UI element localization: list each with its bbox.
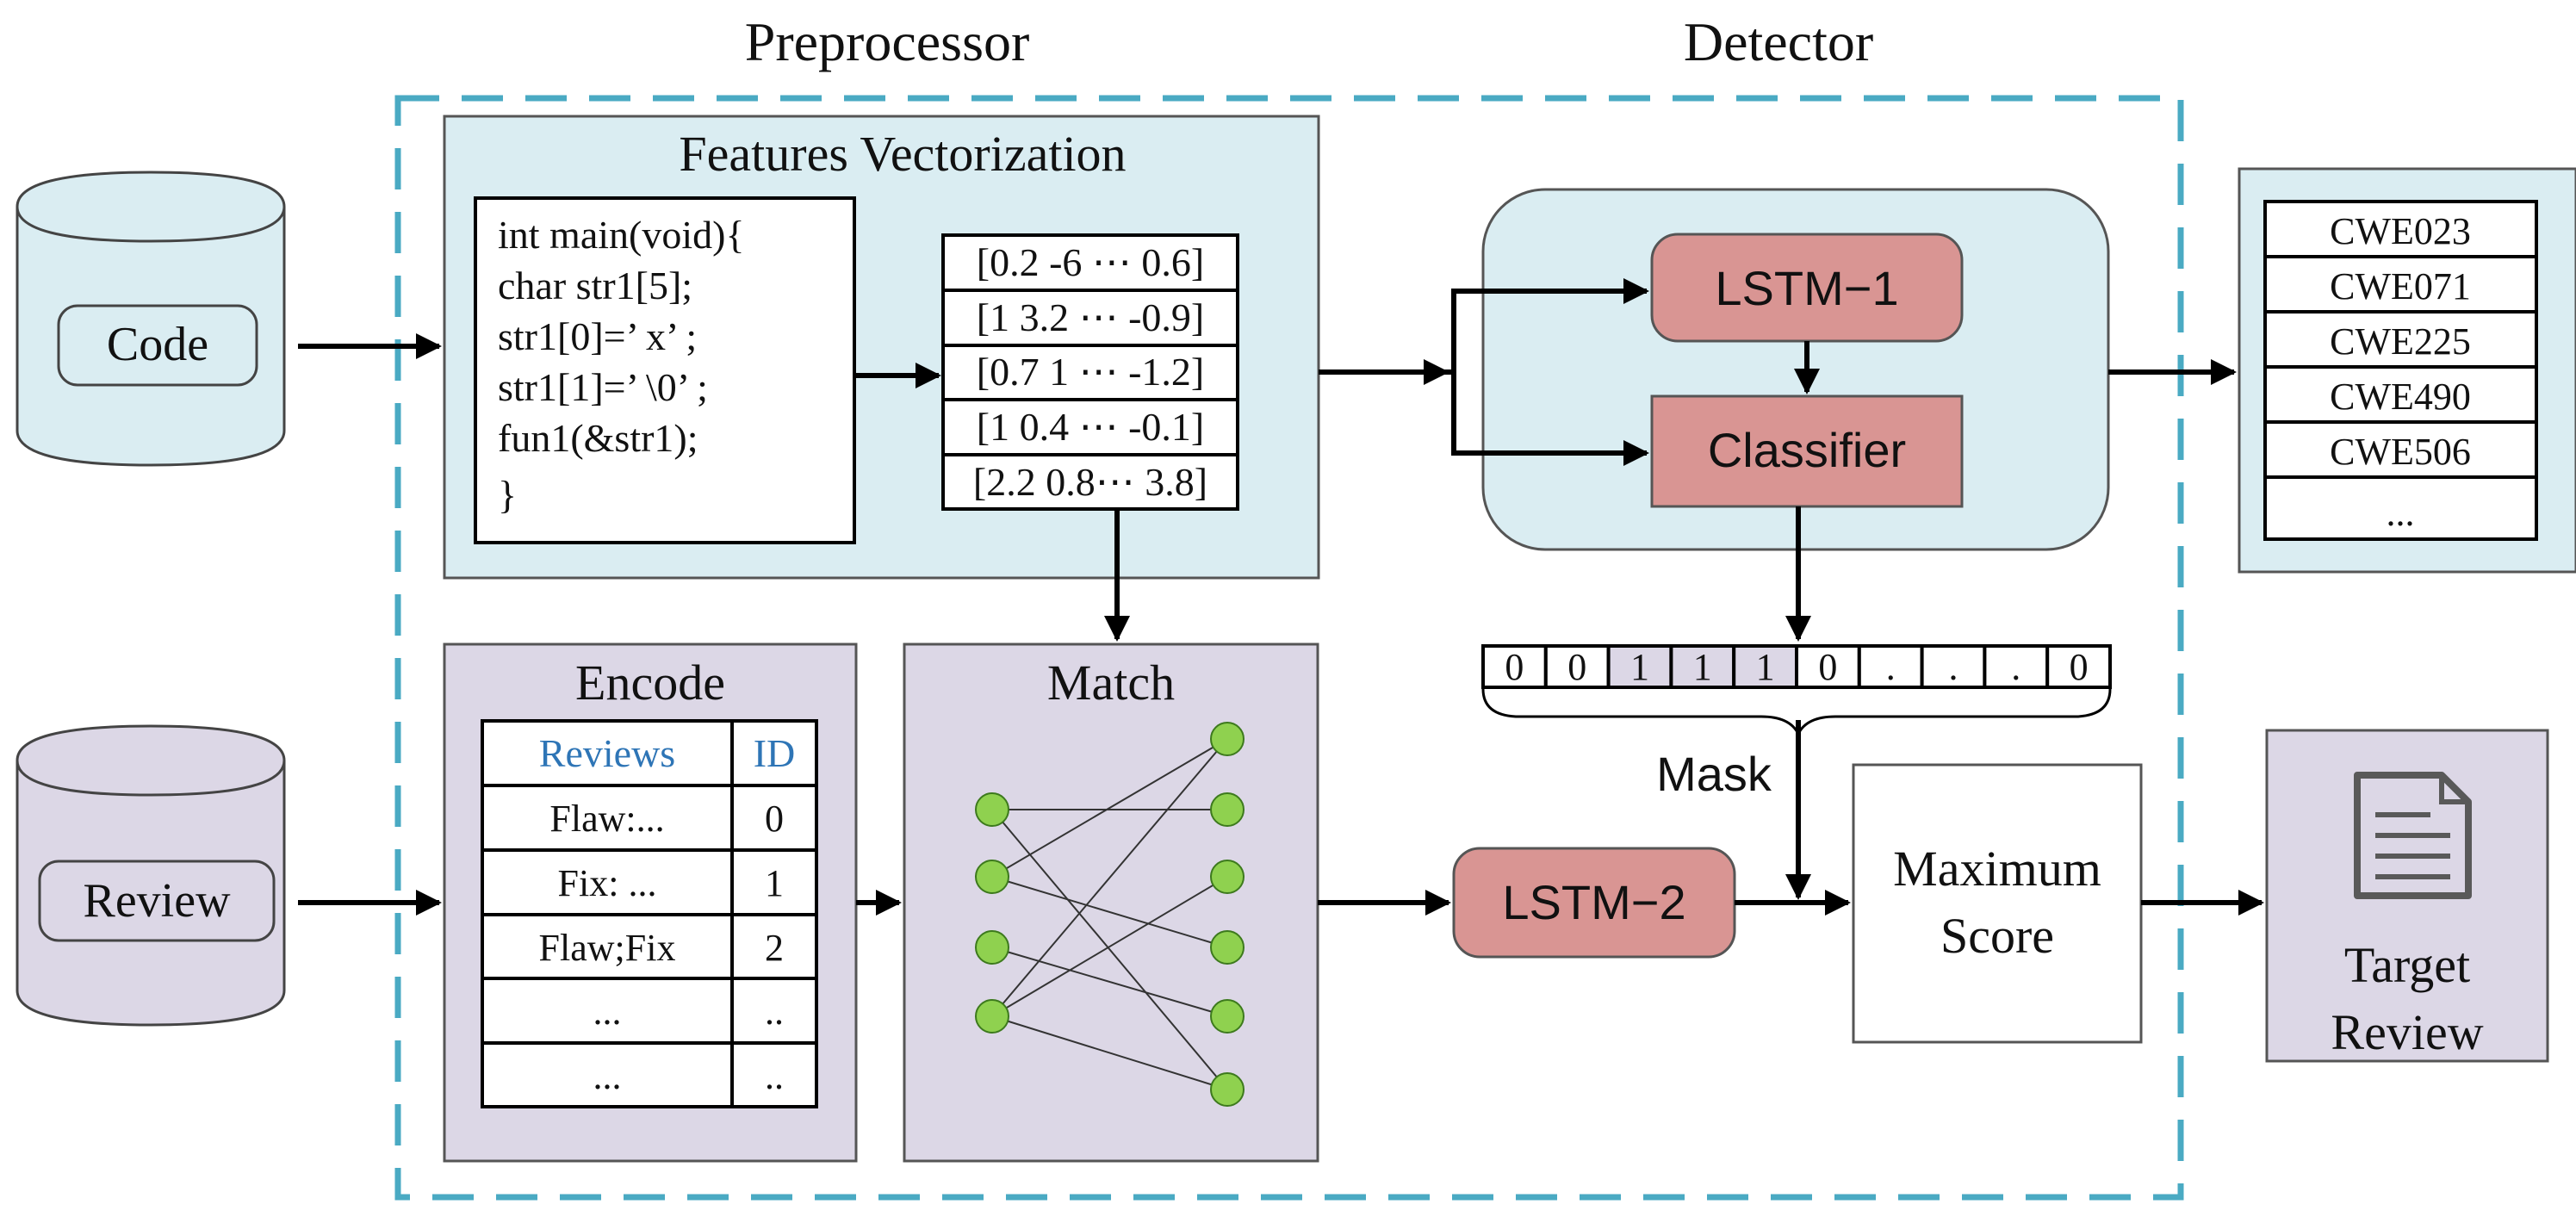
graph-node bbox=[975, 860, 1009, 894]
table-cell: Fix: ... bbox=[558, 862, 657, 904]
target-review-box: Target Review bbox=[2265, 729, 2549, 1063]
branch-to-lstm1 bbox=[1447, 278, 1649, 375]
mask-bit: . bbox=[1949, 646, 1958, 688]
document-icon bbox=[2354, 772, 2472, 899]
code-line: fun1(&str1); bbox=[498, 416, 698, 460]
mask-cell bbox=[1732, 644, 1798, 689]
mask-bit: . bbox=[2011, 646, 2020, 688]
bipartite-graph bbox=[991, 738, 1228, 1090]
mask-cell bbox=[1543, 644, 1611, 689]
cwe-item: CWE506 bbox=[2330, 431, 2471, 473]
lstm2-label: LSTM−2 bbox=[1502, 875, 1685, 929]
graph-node bbox=[1210, 792, 1245, 827]
review-database: Review bbox=[16, 724, 286, 1027]
cwe-item: ... bbox=[2387, 492, 2415, 534]
mask-bit: 1 bbox=[1693, 646, 1712, 688]
code-label: Code bbox=[107, 318, 208, 371]
detector-box: LSTM−1 Classifier bbox=[1481, 188, 2110, 551]
mask-vector: 0 0 1 1 1 0... 0 Mask bbox=[1481, 644, 2112, 801]
encode-box: Encode Reviews ID Flaw:... 0 Fix: ... 1 … bbox=[443, 643, 858, 1163]
table-cell: ... bbox=[593, 990, 622, 1033]
system-frame bbox=[394, 95, 2184, 1201]
code-line: } bbox=[498, 473, 517, 517]
features-vectorization-box: Features Vectorization int main(void){ c… bbox=[443, 115, 1320, 580]
cwe-item: CWE225 bbox=[2330, 320, 2471, 363]
classifier-block bbox=[1650, 394, 1964, 508]
mask-cell bbox=[1857, 644, 1924, 689]
mask-bit: 0 bbox=[2070, 646, 2089, 688]
graph-node bbox=[1210, 1072, 1245, 1107]
code-database: Code bbox=[16, 171, 286, 467]
mask-label: Mask bbox=[1656, 747, 1772, 801]
vector-row: [1 3.2 ⋯ -0.9] bbox=[977, 295, 1204, 339]
code-line: str1[0]=’ x’ ; bbox=[498, 314, 697, 358]
mask-cell bbox=[1481, 644, 1548, 689]
table-cell: 1 bbox=[765, 862, 784, 904]
graph-nodes bbox=[975, 722, 1245, 1107]
vector-row: [0.7 1 ⋯ -1.2] bbox=[977, 350, 1204, 394]
mask-bit: . bbox=[1886, 646, 1896, 688]
connectors bbox=[298, 278, 2264, 916]
graph-node bbox=[1210, 860, 1245, 894]
mask-bit: 1 bbox=[1756, 646, 1775, 688]
vector-row: [0.2 -6 ⋯ 0.6] bbox=[977, 240, 1204, 284]
match-title: Match bbox=[1047, 655, 1175, 711]
vector-row: [1 0.4 ⋯ -0.1] bbox=[977, 405, 1204, 449]
graph-node bbox=[975, 792, 1009, 827]
match-box: Match bbox=[903, 643, 1319, 1163]
lstm1-label: LSTM−1 bbox=[1715, 261, 1898, 315]
detector-title: Detector bbox=[1684, 11, 1873, 72]
table-header-id: ID bbox=[754, 731, 796, 775]
target-line1: Target bbox=[2344, 937, 2470, 993]
maximum-score-line1: Maximum bbox=[1893, 841, 2101, 897]
mask-bit: 0 bbox=[1818, 646, 1837, 688]
graph-node bbox=[1210, 930, 1245, 965]
preprocessor-title: Preprocessor bbox=[745, 11, 1030, 72]
cwe-item: CWE071 bbox=[2330, 265, 2471, 307]
cwe-item: CWE490 bbox=[2330, 376, 2471, 418]
branch-to-classifier bbox=[1451, 372, 1649, 466]
mask-cell bbox=[1606, 644, 1673, 689]
features-title: Features Vectorization bbox=[679, 126, 1126, 182]
table-cell: Flaw;Fix bbox=[539, 927, 676, 969]
mask-bit: 0 bbox=[1567, 646, 1586, 688]
table-cell: ... bbox=[593, 1055, 622, 1097]
code-line: int main(void){ bbox=[498, 213, 745, 257]
maximum-score-line2: Score bbox=[1940, 908, 2054, 964]
graph-node bbox=[975, 999, 1009, 1034]
table-cell: Flaw:... bbox=[549, 798, 664, 840]
table-header-reviews: Reviews bbox=[539, 731, 675, 775]
target-line2: Review bbox=[2331, 1004, 2483, 1060]
vector-row: [2.2 0.8⋯ 3.8] bbox=[973, 460, 1207, 504]
mask-bit: 0 bbox=[1505, 646, 1524, 688]
review-label: Review bbox=[83, 874, 231, 928]
maximum-score-box bbox=[1852, 763, 2143, 1044]
code-line: str1[1]=’ \0’ ; bbox=[498, 365, 708, 409]
encode-title: Encode bbox=[575, 655, 725, 711]
cwe-output-box: CWE023 CWE071 CWE225 CWE490 CWE506 ... bbox=[2238, 167, 2576, 574]
graph-node bbox=[1210, 999, 1245, 1034]
mask-cell bbox=[1920, 644, 1987, 689]
graph-node bbox=[975, 930, 1009, 965]
table-cell: .. bbox=[765, 1055, 784, 1097]
mask-bit: 1 bbox=[1630, 646, 1649, 688]
classifier-label: Classifier bbox=[1708, 423, 1906, 477]
code-snippet bbox=[474, 196, 856, 544]
cwe-item: CWE023 bbox=[2330, 210, 2471, 252]
vector-list bbox=[941, 233, 1239, 511]
code-line: char str1[5]; bbox=[498, 264, 692, 307]
mask-cell bbox=[1795, 644, 1861, 689]
graph-node bbox=[1210, 722, 1245, 756]
table-cell: 0 bbox=[765, 798, 784, 840]
mask-cell bbox=[2045, 644, 2112, 689]
table-cell: .. bbox=[765, 990, 784, 1033]
table-cell: 2 bbox=[765, 927, 784, 969]
